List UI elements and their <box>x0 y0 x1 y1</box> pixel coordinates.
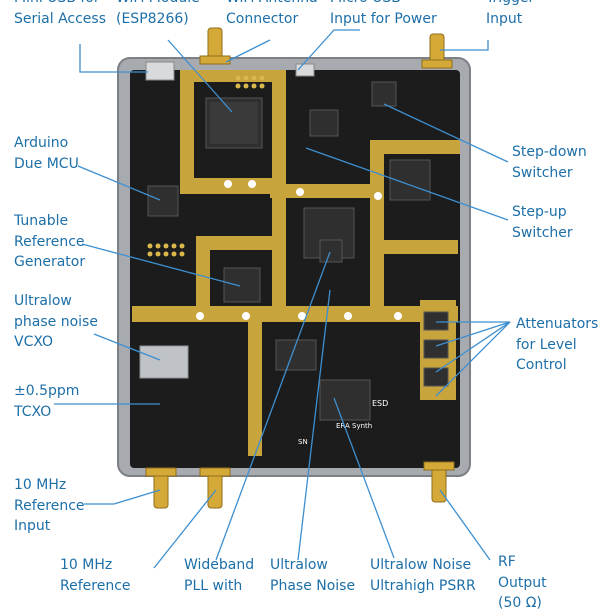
label-attenuators: Attenuators for Level Control <box>516 316 599 373</box>
gold-shield-frame <box>132 70 460 456</box>
label-wideband-pll: Wideband PLL with <box>184 557 255 594</box>
wifi-module-shield <box>210 102 258 144</box>
mounting-holes <box>196 180 444 320</box>
board-mark-esd: ESD <box>372 399 388 408</box>
board-illustration: ESD ERA Synth SN <box>54 27 511 569</box>
label-ref-input: 10 MHz Reference Input <box>14 477 85 534</box>
label-ref-output: 10 MHz Reference <box>60 557 131 594</box>
mini-usb-port <box>145 61 175 81</box>
label-arduino: Arduino Due MCU <box>14 135 79 172</box>
label-mini-usb: Mini USB for Serial Access <box>14 0 106 27</box>
label-vcxo: Ultralow phase noise VCXO <box>14 293 98 350</box>
label-step-down: Step-down Switcher <box>512 144 587 181</box>
label-ultralow-noise: Ultralow Noise Ultrahigh PSRR <box>370 557 476 594</box>
board-mark-sn: SN <box>298 438 308 446</box>
label-rf-output: RF Output (50 Ω) <box>498 554 547 611</box>
vcxo-can <box>139 345 189 379</box>
label-tcxo: ±0.5ppm TCXO <box>14 383 80 420</box>
label-trigger: Trigger Input <box>486 0 534 27</box>
label-step-up: Step-up Switcher <box>512 204 573 241</box>
label-ultralow-pn: Ultralow Phase Noise <box>270 557 356 594</box>
label-wifi-module: WiFi Module (ESP8266) <box>116 0 200 27</box>
header-pins <box>147 75 265 257</box>
label-tunable-ref: Tunable Reference Generator <box>14 213 86 270</box>
annotated-board-diagram: ESD ERA Synth SN Min <box>14 0 599 611</box>
sma-connectors <box>145 27 455 509</box>
leader-lines <box>54 29 511 569</box>
board-mark-brand: ERA Synth <box>336 422 372 430</box>
label-micro-usb: Micro USB Input for Power <box>330 0 437 27</box>
label-wifi-antenna: WiFi Antenna Connector <box>226 0 318 27</box>
pcb <box>130 70 460 468</box>
